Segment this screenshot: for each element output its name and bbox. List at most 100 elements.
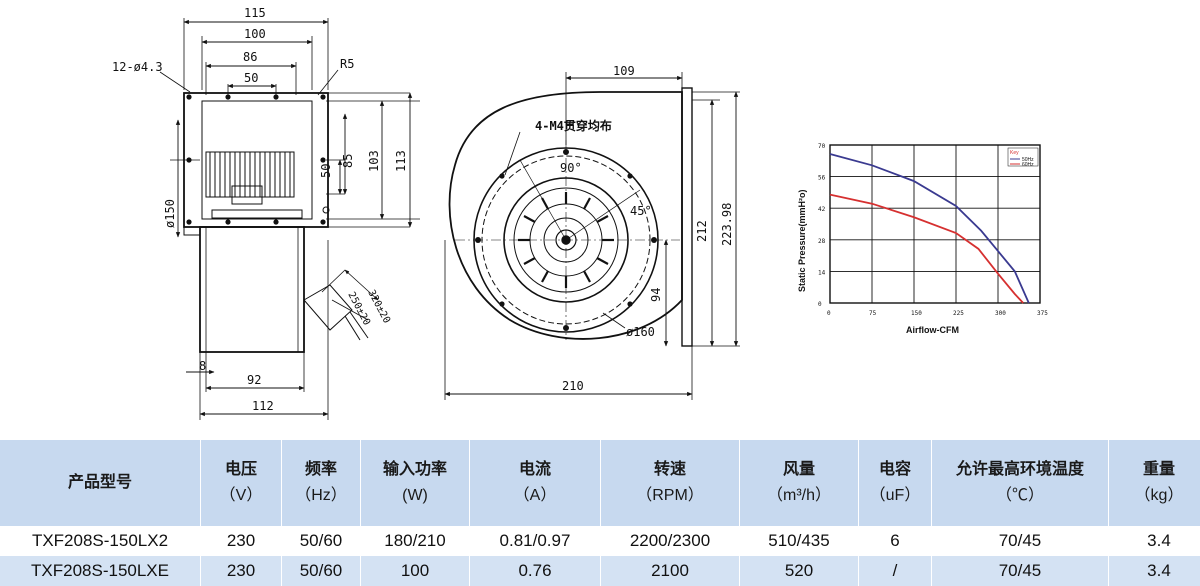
chart-y-tick-label: 14	[818, 269, 826, 276]
table-cell: 180/210	[360, 526, 470, 556]
table-cell: 6	[858, 526, 932, 556]
col-header-name: 风量	[782, 461, 815, 478]
table-cell: /	[858, 556, 932, 586]
dim-94: 94	[649, 288, 663, 302]
table-cell: 0.76	[469, 556, 601, 586]
dim-100: 100	[244, 27, 266, 41]
col-header-name: 转速	[653, 461, 686, 478]
dim-45deg: 45°	[630, 204, 652, 218]
chart-y-tick-label: 42	[818, 206, 826, 213]
table-cell: 520	[739, 556, 859, 586]
col-header-name: 产品型号	[67, 474, 132, 491]
col-header-unit: （Hz）	[295, 487, 347, 504]
dim-50-right: 50	[319, 164, 333, 178]
col-header-unit: (W)	[402, 487, 428, 504]
chart-legend: Key 50Hz 60Hz	[1007, 147, 1039, 168]
col-header-unit: （℃）	[995, 487, 1044, 504]
front-view	[159, 18, 420, 420]
table-cell: 230	[200, 526, 282, 556]
col-header-unit: （A）	[513, 487, 557, 504]
dim-dia150: ø150	[163, 199, 177, 228]
chart-x-tick-label: 75	[869, 310, 877, 317]
dim-8: 8	[199, 359, 206, 373]
dim-113: 113	[394, 150, 408, 172]
col-header-name: 频率	[304, 461, 337, 478]
dim-115: 115	[244, 6, 266, 20]
col-header-name: 输入功率	[382, 461, 447, 478]
dim-50-top: 50	[244, 71, 258, 85]
chart-x-tick-label: 225	[953, 310, 964, 317]
table-cell: TXF208S-150LX2	[0, 526, 201, 556]
chart-y-ticks: 70 56 42 28 14 0	[818, 143, 826, 308]
col-header-name: 电容	[878, 461, 911, 478]
chart-series-50Hz	[829, 193, 1024, 304]
col-header: 电压 （V）	[200, 440, 282, 526]
chart-xlabel: Airflow-CFM	[906, 325, 959, 335]
table-cell: 100	[360, 556, 470, 586]
col-header: 频率 （Hz）	[281, 440, 361, 526]
chart-x-tick-label: 300	[995, 310, 1006, 317]
col-header: 电容 （uF）	[858, 440, 932, 526]
table-cell: 50/60	[281, 556, 361, 586]
chart-x-ticks: 0 75 150 225 300 375	[827, 310, 1048, 317]
col-header: 产品型号	[0, 440, 201, 526]
table-cell: 70/45	[931, 556, 1109, 586]
legend-title: Key	[1010, 150, 1019, 156]
dim-85: 85	[341, 154, 355, 168]
spec-table: 产品型号 电压（V） 频率（Hz） 输入功率(W) 电流（A） 转速（RPM） …	[0, 440, 1200, 586]
chart-x-tick-label: 150	[911, 310, 922, 317]
dim-92: 92	[247, 373, 261, 387]
performance-chart: 70 56 42 28 14 0 0 75 150 225 300 375 Static Press…	[797, 143, 1048, 335]
table-cell: 230	[200, 556, 282, 586]
col-header-unit: （RPM）	[636, 487, 704, 504]
table-header-row: 产品型号 电压（V） 频率（Hz） 输入功率(W) 电流（A） 转速（RPM） …	[0, 440, 1200, 526]
col-header: 允许最高环境温度 （℃）	[931, 440, 1109, 526]
col-header-unit: （uF）	[869, 487, 921, 504]
dim-103: 103	[367, 150, 381, 172]
side-view	[444, 72, 740, 400]
dim-dia160: ø160	[626, 325, 655, 339]
dim-210: 210	[562, 379, 584, 393]
col-header: 电流 （A）	[469, 440, 601, 526]
col-header: 输入功率 (W)	[360, 440, 470, 526]
table-cell: 50/60	[281, 526, 361, 556]
table-cell: 0.81/0.97	[469, 526, 601, 556]
chart-plot-area	[829, 144, 1041, 304]
table-row: TXF208S-150LXE 230 50/60 100 0.76 2100 5…	[0, 556, 1200, 586]
dim-86: 86	[243, 50, 257, 64]
dim-r5: R5	[340, 57, 354, 71]
table-cell: 3.4	[1108, 526, 1200, 556]
dim-hole-spec: 12-ø4.3	[112, 60, 163, 74]
col-header-name: 电压	[224, 461, 257, 478]
dim-223-98: 223.98	[720, 203, 734, 246]
technical-drawing: 115 100 86 50 12-ø4.3 R5 50 85 103 113 ø…	[112, 6, 1048, 420]
col-header-unit: （V）	[219, 487, 263, 504]
dim-m4-note: 4-M4贯穿均布	[535, 118, 612, 133]
col-header-name: 电流	[518, 461, 551, 478]
table-row: TXF208S-150LX2 230 50/60 180/210 0.81/0.…	[0, 526, 1200, 556]
dim-112: 112	[252, 399, 274, 413]
chart-x-tick-label: 375	[1037, 310, 1048, 317]
chart-lines	[829, 153, 1030, 304]
side-view-dims: 109 4-M4贯穿均布 90° 45° 212 223.98 94 ø160 …	[535, 64, 734, 393]
col-header-name: 允许最高环境温度	[955, 461, 1084, 478]
dim-212: 212	[695, 220, 709, 242]
col-header: 转速 （RPM）	[600, 440, 740, 526]
chart-y-tick-label: 28	[818, 238, 826, 245]
dim-109: 109	[613, 64, 635, 78]
col-header: 风量 （m³/h）	[739, 440, 859, 526]
chart-y-tick-label: 0	[818, 301, 822, 308]
table-cell: 70/45	[931, 526, 1109, 556]
chart-ylabel: Static Pressure(mmH²o)	[797, 189, 807, 292]
table-cell: 3.4	[1108, 556, 1200, 586]
table-cell: 2200/2300	[600, 526, 740, 556]
chart-y-tick-label: 56	[818, 175, 826, 182]
chart-series-60Hz	[829, 153, 1030, 304]
chart-x-tick-label: 0	[827, 310, 831, 317]
chart-grid	[829, 144, 1041, 304]
col-header-unit: （kg）	[1134, 487, 1184, 504]
legend-60hz: 60Hz	[1022, 162, 1034, 168]
legend-50hz: 50Hz	[1022, 157, 1034, 163]
col-header-unit: （m³/h）	[766, 487, 831, 504]
chart-y-tick-label: 70	[818, 143, 826, 150]
